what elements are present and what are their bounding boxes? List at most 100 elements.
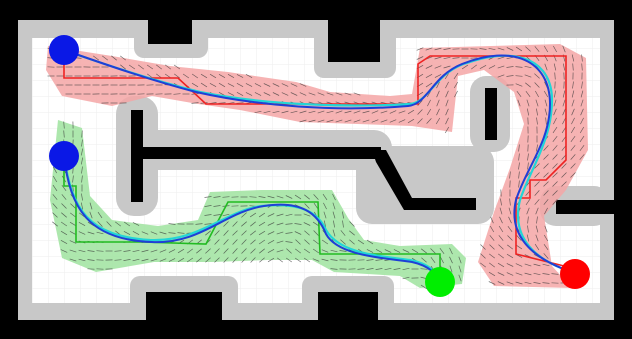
vector-arrow — [380, 110, 388, 114]
vector-arrow — [553, 63, 557, 71]
vector-arrow — [426, 108, 432, 116]
vector-arrow — [489, 225, 495, 233]
vector-arrow — [570, 163, 576, 169]
vector-arrow — [191, 73, 199, 79]
vector-arrow — [123, 230, 131, 236]
vector-arrow — [552, 45, 558, 53]
vector-arrow — [263, 92, 271, 96]
vector-arrow — [285, 223, 293, 225]
vector-arrow — [213, 205, 221, 207]
vector-arrow — [123, 221, 131, 227]
vector-arrow — [69, 249, 77, 253]
vector-arrow — [349, 239, 355, 245]
vector-arrow — [323, 202, 327, 210]
vector-arrow — [236, 91, 244, 97]
vector-arrow — [173, 93, 181, 95]
vector-arrow — [69, 221, 77, 227]
vector-arrow — [299, 110, 307, 114]
green-route-coarse-path — [63, 158, 441, 282]
vector-arrow — [321, 258, 329, 262]
vector-arrow — [218, 73, 226, 79]
vector-arrow — [344, 119, 352, 123]
vector-arrow — [263, 83, 271, 87]
vector-arrow — [80, 148, 84, 156]
vector-arrow — [186, 257, 194, 263]
vector-arrow — [517, 99, 521, 107]
vector-arrow — [81, 175, 83, 183]
vector-arrow — [389, 110, 397, 114]
vector-arrow — [272, 110, 280, 114]
vector-arrow — [581, 54, 583, 62]
vector-arrow — [543, 234, 549, 242]
vector-arrow — [543, 172, 549, 178]
top-block-right — [328, 18, 380, 62]
vector-arrow — [177, 248, 185, 254]
vector-arrow — [515, 272, 523, 276]
vector-arrow — [489, 244, 495, 250]
vector-arrow — [303, 257, 311, 263]
vector-arrow — [313, 202, 319, 210]
vector-arrow — [535, 99, 539, 107]
vector-arrow — [430, 256, 436, 264]
vector-arrow — [543, 45, 549, 53]
vector-arrow — [375, 259, 383, 261]
vector-arrow — [554, 72, 556, 80]
vector-arrow — [533, 263, 541, 267]
vector-arrow — [393, 249, 401, 253]
vector-arrow — [322, 193, 328, 201]
vector-arrow — [453, 72, 459, 80]
vector-arrow — [571, 117, 575, 125]
vector-arrow — [552, 154, 558, 160]
vector-arrow — [488, 253, 496, 259]
vector-arrow — [132, 230, 140, 236]
vector-arrow — [542, 282, 550, 284]
vector-arrow — [52, 203, 58, 209]
vector-arrow — [488, 271, 496, 277]
vector-arrow — [518, 162, 520, 170]
vector-arrow — [218, 82, 226, 88]
vector-arrow — [479, 64, 487, 70]
vector-arrow — [267, 248, 275, 254]
vector-arrow — [61, 212, 67, 218]
vector-arrow — [497, 74, 505, 78]
vector-arrow — [123, 259, 131, 261]
vector-arrow — [534, 181, 540, 187]
vector-arrow — [276, 240, 284, 244]
vector-arrow — [173, 73, 181, 79]
vector-arrow — [362, 110, 370, 114]
vector-arrow — [200, 82, 208, 88]
vector-arrow — [313, 230, 319, 236]
vector-arrow — [543, 190, 549, 196]
vector-arrow — [52, 166, 58, 174]
vector-arrow — [407, 109, 415, 115]
vector-arrow — [544, 99, 548, 107]
vector-arrow — [304, 230, 310, 236]
vector-arrow — [340, 239, 346, 245]
vector-arrow — [281, 110, 289, 114]
vector-arrow — [114, 259, 122, 261]
vector-arrow — [196, 257, 202, 263]
vector-arrow — [209, 82, 217, 88]
vector-arrow — [579, 144, 585, 152]
vector-arrow — [232, 230, 238, 236]
vector-arrow — [52, 212, 58, 218]
vector-arrow — [60, 221, 68, 227]
vector-arrow — [213, 196, 221, 198]
vector-arrow — [417, 109, 423, 115]
vector-arrow — [439, 247, 445, 255]
green-route-smooth-path — [63, 155, 441, 283]
vector-arrow — [536, 144, 538, 152]
vector-arrow — [427, 99, 431, 107]
vector-arrow — [299, 92, 307, 96]
vector-arrow — [371, 110, 379, 114]
vector-arrow — [571, 108, 575, 116]
vector-arrow — [543, 163, 549, 169]
vector-arrow — [380, 119, 388, 123]
vector-arrow — [479, 262, 487, 268]
vector-arrow — [579, 154, 585, 160]
vector-arrow — [436, 99, 440, 107]
vector-arrow — [572, 63, 574, 71]
vector-arrow — [488, 281, 496, 285]
vector-arrow — [497, 253, 505, 259]
vector-arrow — [525, 90, 531, 98]
